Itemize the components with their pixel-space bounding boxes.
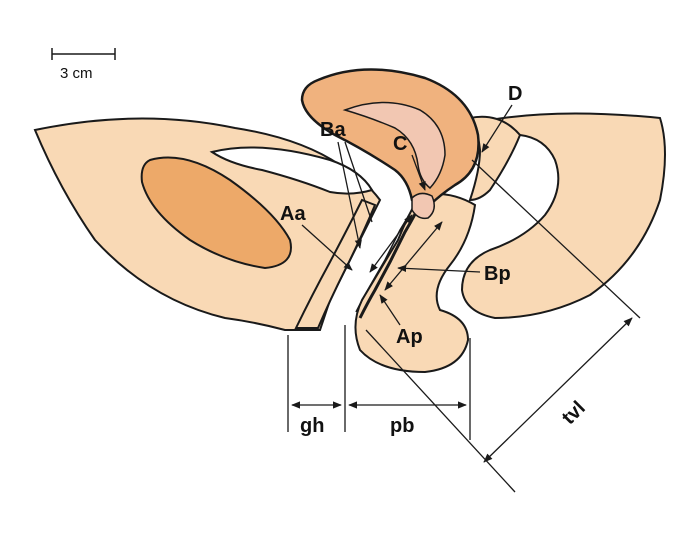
label-pb: pb — [390, 415, 414, 437]
label-Bp: Bp — [484, 263, 511, 285]
cervix — [411, 192, 435, 220]
label-Aa: Aa — [280, 203, 306, 225]
scale-bar: 3 cm — [51, 48, 116, 82]
anterior-vaginal-wall — [294, 198, 377, 329]
scale-bar-label: 3 cm — [60, 65, 93, 82]
label-gh: gh — [300, 415, 324, 437]
point-arrows — [301, 104, 513, 326]
label-Ap: Ap — [396, 326, 423, 348]
uterine-cavity — [342, 101, 446, 190]
pubic-bone — [140, 156, 292, 270]
rectal-tissue — [460, 112, 666, 320]
label-C: C — [393, 133, 407, 155]
label-Ba: Ba — [320, 119, 346, 141]
bladder-cavity — [209, 146, 374, 195]
label-tvl: tvl — [558, 397, 590, 429]
label-D: D — [508, 83, 522, 105]
measurement-lines — [287, 159, 641, 493]
